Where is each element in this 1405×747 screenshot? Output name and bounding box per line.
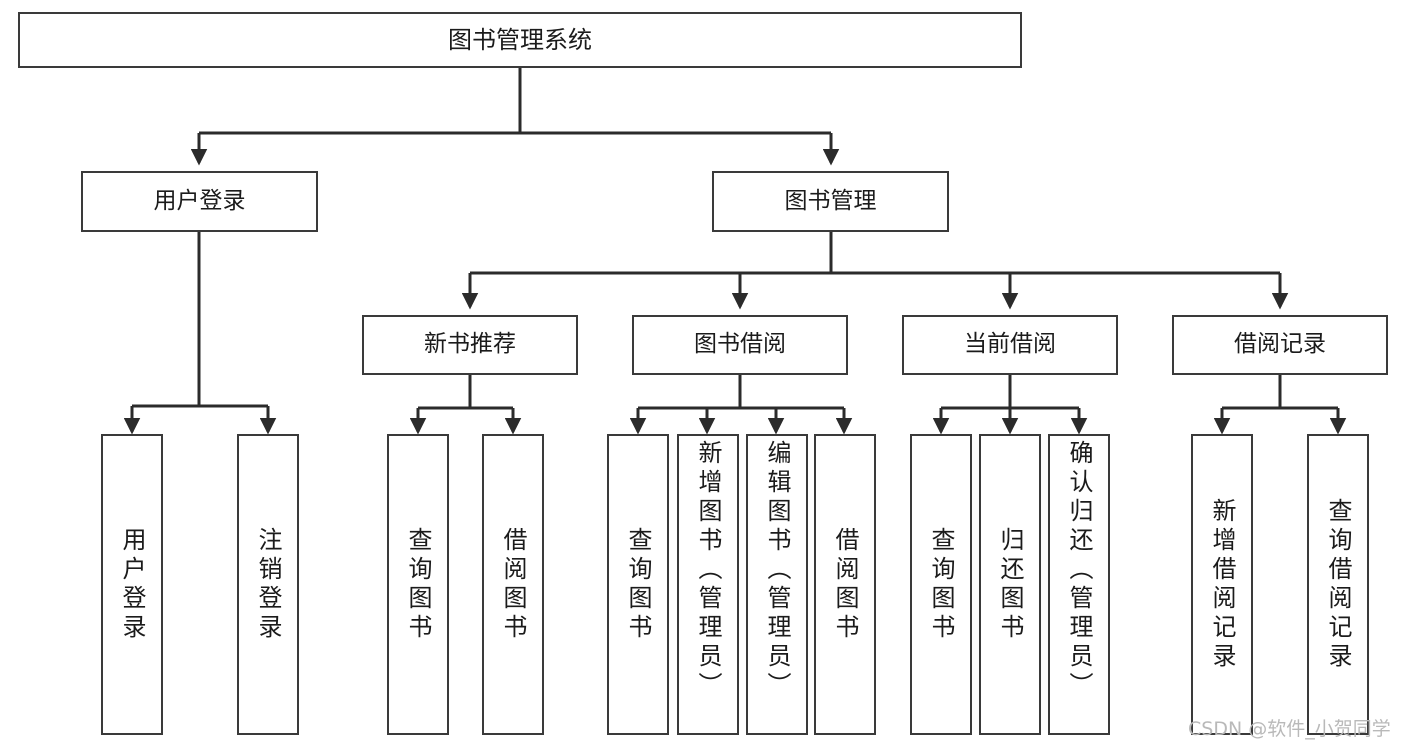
node-label: 查询图书: [624, 526, 652, 643]
node-label: 确认归还（管理员）: [1065, 440, 1093, 701]
node-label: 用户登录: [153, 187, 246, 214]
node-root-system[interactable]: 图书管理系统: [18, 12, 1022, 68]
leaf-add-book-admin[interactable]: 新增图书（管理员）: [677, 434, 739, 735]
node-label: 图书管理系统: [448, 25, 592, 54]
leaf-query-book-borrow[interactable]: 查询图书: [607, 434, 669, 735]
leaf-borrow-book-recommend[interactable]: 借阅图书: [482, 434, 544, 735]
leaf-borrow-book[interactable]: 借阅图书: [814, 434, 876, 735]
csdn-watermark: CSDN @软件_小贺同学: [1188, 718, 1391, 740]
node-label: 用户登录: [118, 526, 146, 643]
node-label: 查询借阅记录: [1324, 497, 1352, 672]
node-label: 查询图书: [927, 526, 955, 643]
node-current-borrow[interactable]: 当前借阅: [902, 315, 1118, 375]
node-label: 新书推荐: [424, 331, 516, 358]
node-label: 借阅图书: [499, 526, 527, 643]
node-label: 借阅记录: [1234, 331, 1326, 358]
leaf-query-borrow-record[interactable]: 查询借阅记录: [1307, 434, 1369, 735]
leaf-return-book[interactable]: 归还图书: [979, 434, 1041, 735]
node-label: 当前借阅: [964, 331, 1056, 358]
node-label: 归还图书: [996, 526, 1024, 643]
leaf-add-borrow-record[interactable]: 新增借阅记录: [1191, 434, 1253, 735]
node-label: 注销登录: [254, 526, 282, 643]
node-label: 图书借阅: [694, 331, 786, 358]
node-label: 编辑图书（管理员）: [763, 440, 791, 701]
node-label: 新增图书（管理员）: [694, 440, 722, 701]
leaf-query-book-current[interactable]: 查询图书: [910, 434, 972, 735]
leaf-logout[interactable]: 注销登录: [237, 434, 299, 735]
node-label: 图书管理: [784, 187, 877, 214]
node-new-book-recommend[interactable]: 新书推荐: [362, 315, 578, 375]
node-book-borrow[interactable]: 图书借阅: [632, 315, 848, 375]
node-label: 查询图书: [404, 526, 432, 643]
leaf-confirm-return-admin[interactable]: 确认归还（管理员）: [1048, 434, 1110, 735]
leaf-query-book-recommend[interactable]: 查询图书: [387, 434, 449, 735]
node-label: 借阅图书: [831, 526, 859, 643]
node-user-login[interactable]: 用户登录: [81, 171, 318, 232]
node-borrow-record[interactable]: 借阅记录: [1172, 315, 1388, 375]
leaf-edit-book-admin[interactable]: 编辑图书（管理员）: [746, 434, 808, 735]
node-book-management[interactable]: 图书管理: [712, 171, 949, 232]
node-label: 新增借阅记录: [1208, 497, 1236, 672]
leaf-user-login[interactable]: 用户登录: [101, 434, 163, 735]
